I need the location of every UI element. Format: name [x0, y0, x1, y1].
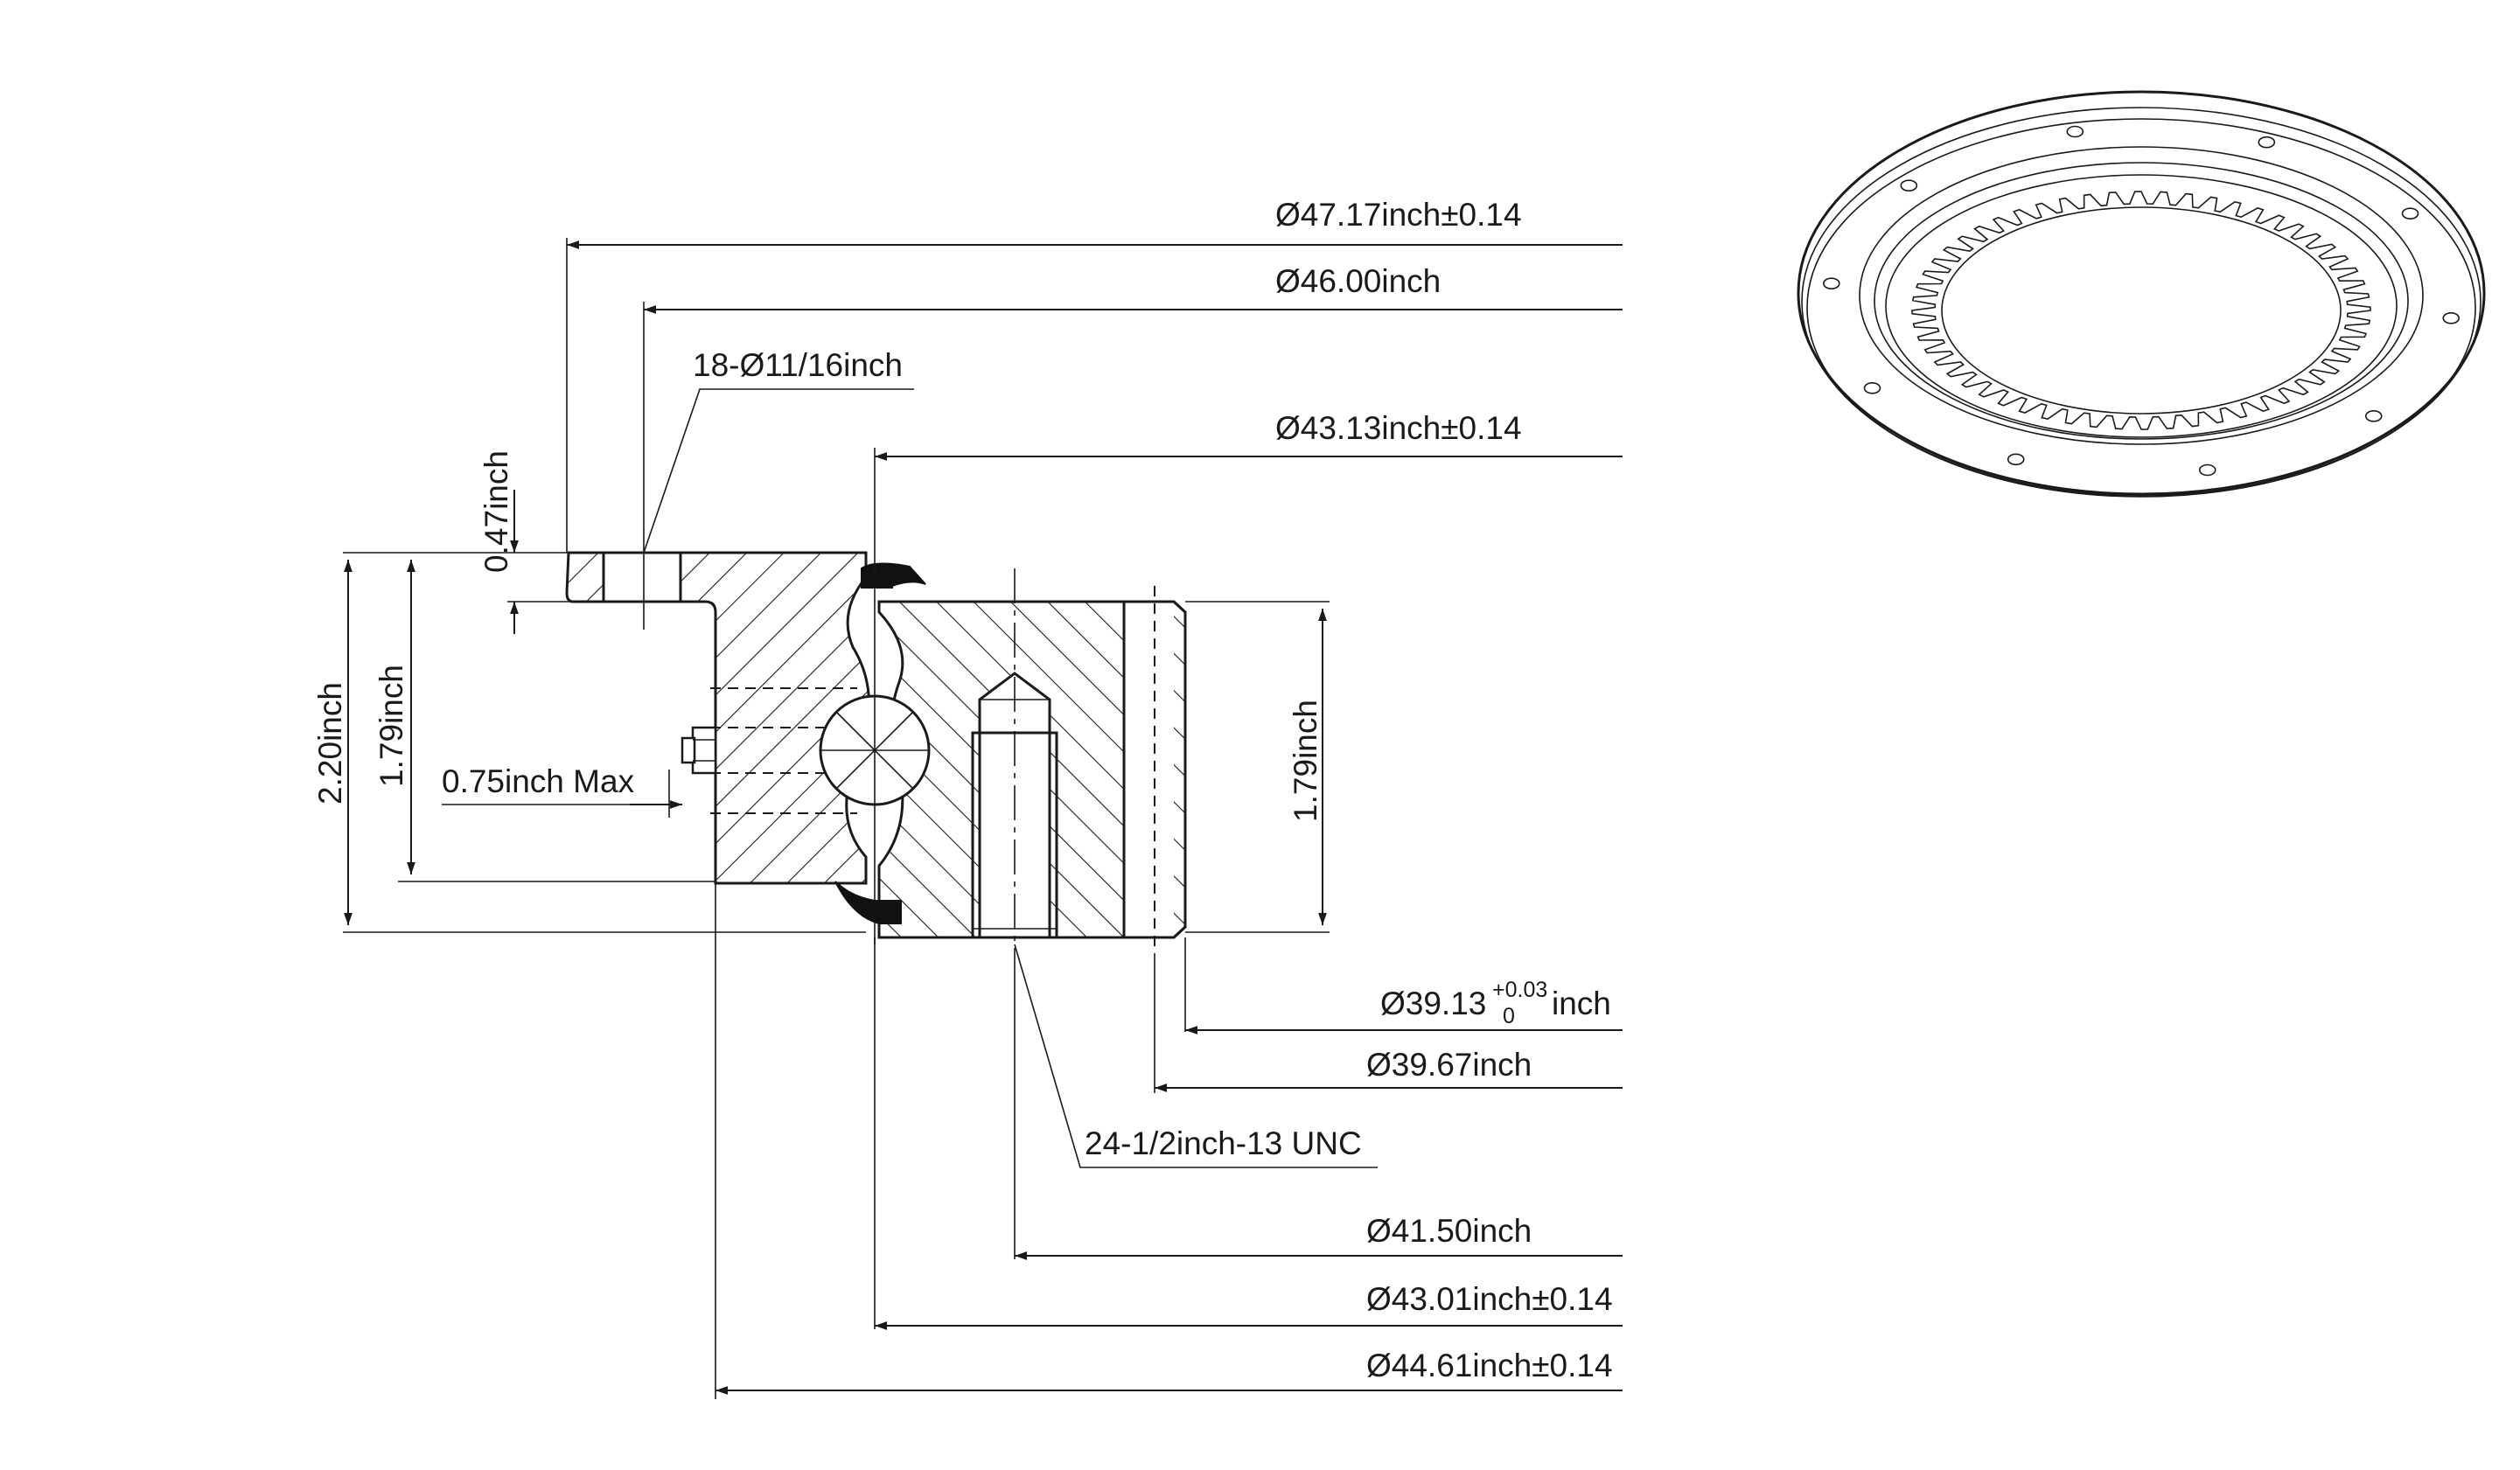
flange-hole-icon	[2007, 453, 2025, 466]
label-d-bolt-circle-outer: Ø46.00inch	[1275, 263, 1441, 299]
flange-hole-icon	[2364, 409, 2383, 422]
flange-hole	[602, 551, 682, 603]
label-height-outer-ring: 1.79inch	[373, 665, 409, 787]
flange-hole-icon	[1863, 381, 1881, 394]
label-d-bolt-circle-inner: Ø41.50inch	[1366, 1213, 1532, 1249]
dimension-lines	[343, 238, 1623, 1399]
svg-text:+0.03: +0.03	[1492, 978, 1547, 1002]
label-holes-inner: 24-1/2inch-13 UNC	[1085, 1125, 1362, 1161]
label-d-gear-tip: Ø39.67inch	[1366, 1047, 1532, 1083]
cross-section	[565, 535, 1187, 962]
dimension-labels: Ø47.17inch±0.14 Ø46.00inch 18-Ø11/16inch…	[312, 197, 1613, 1383]
label-d-outer-ring-bore: Ø44.61inch±0.14	[1366, 1348, 1613, 1383]
gear-teeth	[1911, 191, 2371, 430]
label-d-outer-ring-inner: Ø43.13inch±0.14	[1275, 410, 1522, 446]
seal-top	[861, 562, 926, 589]
flange-hole-icon	[1823, 277, 1840, 290]
svg-text:inch: inch	[1552, 986, 1611, 1021]
outer-ring-section	[565, 551, 870, 885]
flange-hole-icon	[1900, 179, 1918, 192]
label-height-total: 2.20inch	[312, 682, 348, 805]
label-height-inner-ring: 1.79inch	[1288, 700, 1323, 822]
label-height-flange: 0.47inch	[478, 450, 514, 573]
flange-hole-icon	[2401, 207, 2419, 219]
label-d-inner-ring-outer: Ø43.01inch±0.14	[1366, 1281, 1613, 1317]
svg-text:0: 0	[1503, 1004, 1515, 1028]
seal-bottom	[834, 881, 902, 924]
flange-hole-icon	[2066, 125, 2084, 138]
svg-text:Ø39.13: Ø39.13	[1380, 986, 1486, 1021]
label-grease-fitting: 0.75inch Max	[442, 763, 635, 799]
grease-fitting	[681, 726, 717, 775]
isometric-view	[1797, 90, 2486, 498]
label-d-gear-root: Ø39.13 +0.03 0 inch	[1380, 978, 1611, 1028]
flange-hole-icon	[2198, 463, 2216, 477]
flange-hole-icon	[2442, 311, 2460, 324]
flange-hole-icon	[2258, 136, 2276, 149]
label-d-outer-flange: Ø47.17inch±0.14	[1275, 197, 1522, 233]
label-holes-outer: 18-Ø11/16inch	[693, 347, 903, 383]
